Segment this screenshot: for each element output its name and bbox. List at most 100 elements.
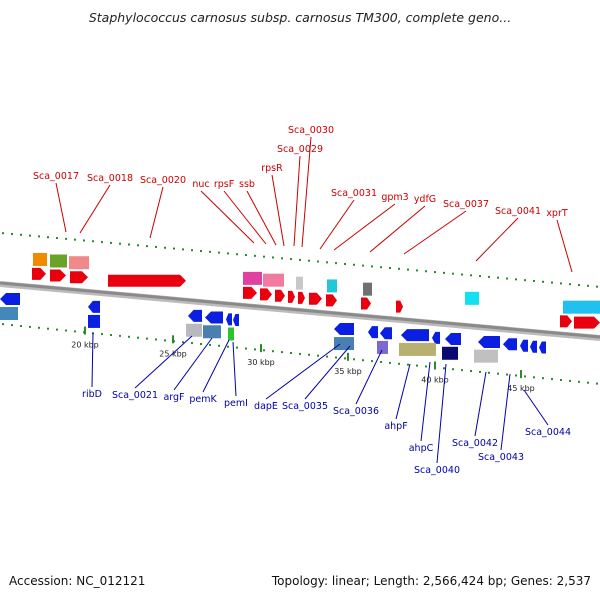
plus-strand-gene-arrow — [70, 271, 88, 284]
lower-tick-dot — [398, 362, 400, 365]
upper-feature-block — [50, 254, 67, 268]
lower-tick-dot — [497, 372, 499, 375]
lower-tick-dot — [353, 358, 355, 361]
lower-tick-dot — [119, 334, 121, 337]
upper-gene-label: xprT — [546, 208, 568, 219]
kbp-tick — [347, 352, 349, 361]
plus-strand-gene-arrow — [288, 290, 295, 303]
lower-tick-dot — [542, 377, 544, 380]
upper-tick-dot — [83, 239, 85, 242]
lower-tick-dot — [11, 324, 13, 327]
upper-tick-dot — [209, 250, 211, 253]
minus-strand-gene-arrow — [445, 333, 461, 346]
upper-tick-dot — [578, 284, 580, 287]
upper-tick-dot — [434, 271, 436, 274]
lower-tick-dot — [506, 373, 508, 376]
plus-strand-gene-arrow — [574, 316, 600, 329]
upper-tick-dot — [263, 255, 265, 258]
upper-tick-dot — [254, 254, 256, 257]
upper-label-leader — [293, 155, 301, 247]
lower-tick-dot — [110, 334, 112, 336]
lower-label-leader — [91, 332, 94, 388]
lower-tick-dot — [65, 329, 67, 332]
upper-tick-dot — [281, 257, 283, 260]
lower-feature-block — [88, 314, 100, 328]
upper-tick-dot — [146, 245, 148, 248]
upper-tick-dot — [92, 240, 94, 243]
upper-tick-dot — [317, 260, 319, 263]
map-title: Staphylococcus carnosus subsp. carnosus … — [88, 10, 512, 25]
upper-feature-block — [363, 282, 372, 296]
upper-gene-label: Sca_0030 — [288, 125, 334, 136]
upper-gene-label: rpsF — [214, 179, 234, 190]
upper-tick-dot — [353, 263, 355, 266]
plus-strand-gene-arrow — [560, 315, 572, 328]
lower-tick-dot — [209, 343, 211, 346]
upper-tick-dot — [299, 258, 301, 261]
upper-tick-dot — [191, 249, 193, 252]
lower-tick-dot — [299, 352, 301, 355]
upper-gene-label: Sca_0031 — [331, 188, 377, 199]
upper-tick-dot — [416, 269, 418, 272]
lower-tick-dot — [101, 333, 103, 336]
lower-tick-dot — [452, 368, 454, 371]
minus-strand-gene-arrow — [530, 340, 537, 353]
minus-strand-gene-arrow — [380, 327, 392, 340]
upper-tick-dot — [335, 262, 337, 265]
upper-gene-label: Sca_0029 — [277, 144, 323, 155]
minus-strand-gene-arrow — [503, 338, 517, 351]
lower-gene-label: ahpF — [384, 421, 407, 432]
upper-tick-dot — [470, 274, 472, 277]
upper-feature-block — [243, 271, 262, 285]
upper-tick-dot — [2, 232, 4, 235]
upper-tick-dot — [542, 280, 544, 283]
lower-tick-dot — [371, 360, 373, 363]
upper-tick-dot — [74, 238, 76, 241]
upper-tick-dot — [461, 273, 463, 276]
upper-tick-dot — [101, 241, 103, 244]
lower-tick-dot — [569, 379, 571, 382]
lower-feature-block — [334, 337, 354, 351]
upper-tick-dot — [227, 252, 229, 255]
lower-feature-block — [474, 349, 498, 363]
lower-tick-dot — [56, 328, 58, 331]
upper-label-leader — [301, 136, 312, 248]
upper-tick-dot — [551, 281, 553, 284]
kbp-tick — [520, 370, 522, 379]
upper-tick-dot — [47, 236, 49, 239]
lower-feature-block — [442, 346, 458, 360]
upper-gene-label: ssb — [239, 179, 255, 190]
upper-tick-dot — [236, 253, 238, 256]
kbp-tick — [260, 344, 262, 353]
lower-tick-dot — [290, 352, 292, 354]
lower-gene-label: Sca_0035 — [282, 401, 328, 412]
kbp-label: 40 kbp — [421, 376, 449, 385]
plus-strand-gene-arrow — [108, 274, 186, 287]
lower-label-leader — [355, 349, 383, 405]
minus-strand-gene-arrow — [226, 313, 232, 326]
kbp-label: 35 kbp — [334, 367, 362, 376]
upper-tick-dot — [380, 266, 382, 269]
plus-strand-gene-arrow — [275, 289, 285, 302]
upper-gene-label: ydfG — [414, 194, 436, 205]
lower-tick-dot — [74, 330, 76, 333]
lower-feature-block — [203, 325, 221, 339]
lower-gene-label: ribD — [82, 389, 102, 400]
upper-feature-block — [263, 273, 284, 287]
upper-label-leader — [403, 210, 467, 255]
lower-tick-dot — [416, 364, 418, 367]
backbone-line — [0, 281, 600, 339]
lower-tick-dot — [551, 378, 553, 381]
upper-tick-dot — [200, 250, 202, 252]
plus-strand-gene-arrow — [50, 269, 66, 282]
upper-tick-dot — [488, 275, 490, 278]
minus-strand-gene-arrow — [401, 329, 429, 342]
lower-tick-dot — [335, 356, 337, 359]
upper-tick-dot — [119, 242, 121, 245]
plus-strand-gene-arrow — [361, 297, 371, 310]
lower-tick-dot — [164, 339, 166, 342]
upper-tick-dot — [155, 245, 157, 248]
minus-strand-gene-arrow — [334, 323, 354, 336]
upper-tick-dot — [11, 232, 13, 235]
